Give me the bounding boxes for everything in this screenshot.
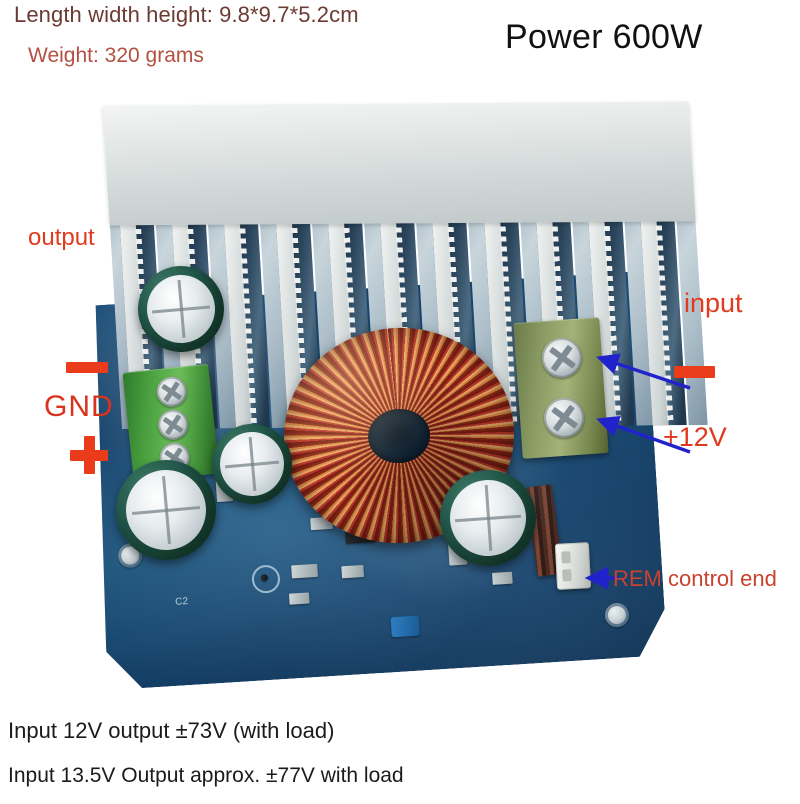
silkscreen-text: C2 xyxy=(174,596,189,608)
heatsink-top-plate xyxy=(102,101,696,226)
smd-part xyxy=(492,572,513,585)
terminal-screw[interactable] xyxy=(542,396,586,440)
smd-part xyxy=(341,565,364,578)
gnd-minus-symbol xyxy=(66,362,108,373)
terminal-screw[interactable] xyxy=(155,375,189,409)
input-minus-arrow-icon xyxy=(596,353,691,390)
terminal-screw[interactable] xyxy=(540,336,584,380)
spec-line-2: Input 13.5V Output approx. ±77V with loa… xyxy=(8,764,404,787)
weight-caption: Weight: 320 grams xyxy=(28,44,204,67)
mounting-hole xyxy=(604,602,629,627)
input-minus-symbol xyxy=(674,366,715,378)
input-annotation-label: input xyxy=(684,288,743,318)
output-annotation-label: output xyxy=(28,224,95,251)
rem-arrow-icon xyxy=(584,566,619,590)
power-caption: Power 600W xyxy=(505,18,703,56)
gnd-annotation-label: GND xyxy=(44,390,114,423)
spec-line-1: Input 12V output ±73V (with load) xyxy=(8,718,335,743)
smd-capacitor xyxy=(391,616,420,638)
smd-part xyxy=(289,592,310,604)
gnd-plus-symbol xyxy=(70,436,108,474)
input-plus-arrow-icon xyxy=(596,415,691,454)
smd-part xyxy=(291,564,318,579)
rem-annotation-label: REM control end xyxy=(613,566,777,591)
terminal-screw[interactable] xyxy=(156,408,190,442)
dimensions-caption: Length width height: 9.8*9.7*5.2cm xyxy=(14,2,359,27)
